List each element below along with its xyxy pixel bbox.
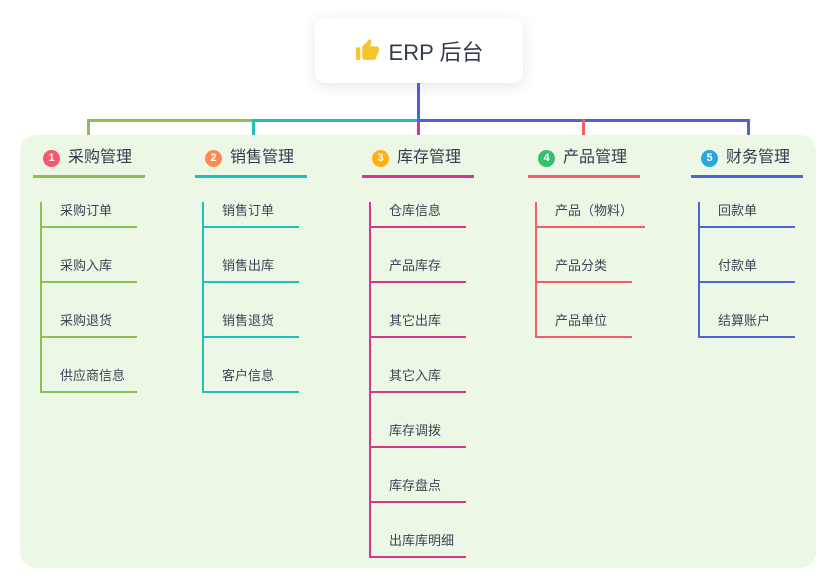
branch-children-5: 回款单付款单结算账户 — [698, 202, 795, 338]
child-node[interactable]: 库存调拨 — [371, 422, 466, 448]
branch-label: 库存管理 — [397, 149, 462, 166]
branch-2: 2 销售管理销售订单销售出库销售退货客户信息 — [195, 147, 307, 393]
branch-title-1[interactable]: 1 采购管理 — [33, 147, 145, 178]
branch-label: 采购管理 — [68, 149, 133, 166]
connector-root-line — [417, 83, 420, 121]
branch-label: 销售管理 — [230, 149, 295, 166]
branch-label: 财务管理 — [726, 149, 791, 166]
branch-5: 5 财务管理回款单付款单结算账户 — [691, 147, 803, 338]
branch-children-4: 产品（物料） 产品分类产品单位 — [535, 202, 646, 338]
root-label: ERP 后台 — [388, 39, 484, 65]
branch-number-badge: 4 — [538, 149, 555, 167]
branch-1: 1 采购管理采购订单采购入库采购退货供应商信息 — [33, 147, 145, 393]
thumbs-up-icon — [355, 38, 380, 63]
branch-3: 3 库存管理仓库信息产品库存其它出库其它入库库存调拨库存盘点出库库明细 — [362, 147, 474, 558]
child-node[interactable]: 产品（物料） — [537, 202, 646, 228]
child-node[interactable]: 其它出库 — [371, 312, 466, 338]
connector-bus-left-green — [87, 119, 253, 122]
branch-number-badge: 2 — [205, 149, 222, 167]
child-node[interactable]: 供应商信息 — [42, 367, 138, 393]
child-node[interactable]: 采购入库 — [42, 257, 137, 283]
child-node[interactable]: 其它入库 — [371, 367, 466, 393]
branches-panel — [20, 135, 816, 568]
connector-bus-left-teal — [252, 119, 419, 122]
child-node[interactable]: 销售出库 — [204, 257, 299, 283]
child-node[interactable]: 采购退货 — [42, 312, 137, 338]
child-node[interactable]: 客户信息 — [204, 367, 299, 393]
branch-number-badge: 1 — [43, 149, 60, 167]
child-node[interactable]: 采购订单 — [42, 202, 137, 228]
branch-children-1: 采购订单采购入库采购退货供应商信息 — [40, 202, 138, 393]
branch-number-badge: 3 — [372, 149, 389, 167]
branch-title-3[interactable]: 3 库存管理 — [362, 147, 474, 178]
child-node[interactable]: 产品单位 — [537, 312, 632, 338]
branch-title-2[interactable]: 2 销售管理 — [195, 147, 307, 178]
child-node[interactable]: 付款单 — [700, 257, 795, 283]
branch-title-5[interactable]: 5 财务管理 — [691, 147, 803, 178]
branch-children-2: 销售订单销售出库销售退货客户信息 — [202, 202, 299, 393]
connector-bus-right-blue — [417, 119, 750, 122]
child-node[interactable]: 回款单 — [700, 202, 795, 228]
child-node[interactable]: 结算账户 — [700, 312, 795, 338]
branch-children-3: 仓库信息产品库存其它出库其它入库库存调拨库存盘点出库库明细 — [369, 202, 467, 558]
root-node[interactable]: ERP 后台 — [315, 18, 523, 83]
child-node[interactable]: 库存盘点 — [371, 477, 466, 503]
child-node[interactable]: 仓库信息 — [371, 202, 466, 228]
child-node[interactable]: 销售订单 — [204, 202, 299, 228]
child-node[interactable]: 产品库存 — [371, 257, 466, 283]
branch-4: 4 产品管理产品（物料） 产品分类产品单位 — [528, 147, 646, 338]
branch-title-4[interactable]: 4 产品管理 — [528, 147, 640, 178]
child-node[interactable]: 产品分类 — [537, 257, 632, 283]
branch-label: 产品管理 — [563, 149, 628, 166]
child-node[interactable]: 销售退货 — [204, 312, 299, 338]
child-node[interactable]: 出库库明细 — [371, 532, 467, 558]
branch-number-badge: 5 — [701, 149, 718, 167]
